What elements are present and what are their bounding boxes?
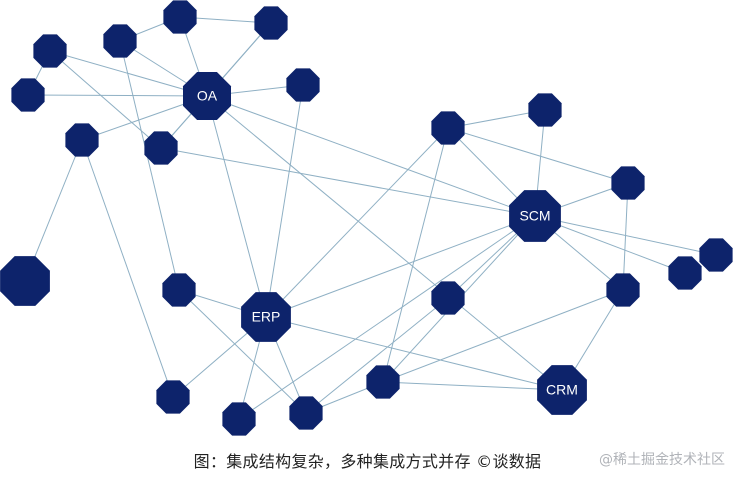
node-unlabeled (431, 111, 465, 145)
node-unlabeled (366, 365, 400, 399)
node-unlabeled (611, 166, 645, 200)
edge-n4-n8 (49, 50, 162, 149)
node-octagon (222, 402, 256, 436)
node-octagon (241, 292, 291, 342)
edge-n8-scm (160, 147, 536, 217)
watermark: @稀土掘金技术社区 (599, 452, 725, 468)
edge-erp-scm (265, 215, 536, 318)
node-crm: CRM (537, 365, 587, 415)
node-label-scm: SCM (519, 208, 550, 224)
node-unlabeled (606, 273, 640, 307)
node-octagon (162, 273, 196, 307)
node-unlabeled (0, 256, 50, 306)
node-unlabeled (11, 78, 45, 112)
node-octagon (606, 273, 640, 307)
node-unlabeled (33, 34, 67, 68)
node-octagon (431, 111, 465, 145)
edge-oa-crm (206, 95, 563, 391)
node-octagon (65, 123, 99, 157)
nodes: OA SCM ERP CRM (0, 0, 733, 436)
edge-scm-n20 (238, 215, 536, 420)
node-unlabeled (289, 396, 323, 430)
node-octagon (183, 72, 231, 120)
node-label-erp: ERP (252, 309, 281, 325)
node-octagon (431, 281, 465, 315)
node-octagon (11, 78, 45, 112)
node-octagon (537, 365, 587, 415)
edge-n7-n19 (81, 139, 174, 398)
edge-n14-n21 (305, 297, 449, 414)
edge-oa-scm (206, 95, 536, 217)
node-unlabeled (103, 24, 137, 58)
node-octagon (528, 93, 562, 127)
node-unlabeled (286, 68, 320, 102)
node-octagon (611, 166, 645, 200)
node-erp: ERP (241, 292, 291, 342)
integration-network-diagram: OA SCM ERP CRM (0, 0, 733, 436)
edge-n13-n21 (178, 289, 307, 414)
node-label-crm: CRM (546, 382, 578, 398)
edge-n6-erp (265, 84, 304, 318)
edge-erp-crm (265, 316, 563, 391)
node-unlabeled (528, 93, 562, 127)
figure-caption: 图：集成结构复杂，多种集成方式并存 ©谈数据 (193, 452, 542, 471)
edge-oa-erp (206, 95, 267, 318)
edge-n15-n18 (382, 289, 624, 383)
node-octagon (509, 190, 561, 242)
node-octagon (668, 256, 702, 290)
node-unlabeled (156, 380, 190, 414)
node-unlabeled (162, 273, 196, 307)
node-octagon (103, 24, 137, 58)
edge-n11-n15 (622, 182, 629, 291)
node-octagon (289, 396, 323, 430)
node-octagon (0, 256, 50, 306)
node-unlabeled (222, 402, 256, 436)
node-octagon (286, 68, 320, 102)
node-octagon (144, 131, 178, 165)
edge-n3-n13 (119, 40, 180, 291)
node-label-oa: OA (197, 88, 218, 104)
node-octagon (366, 365, 400, 399)
edge-n4-oa (49, 50, 208, 97)
node-unlabeled (65, 123, 99, 157)
edge-n9-n18 (382, 127, 449, 383)
node-unlabeled (431, 281, 465, 315)
edge-n18-crm (382, 381, 563, 391)
node-octagon (163, 0, 197, 34)
node-octagon (254, 6, 288, 40)
node-octagon (33, 34, 67, 68)
node-scm: SCM (509, 190, 561, 242)
edge-n5-oa (27, 94, 208, 97)
edge-erp-n9 (265, 127, 449, 318)
node-unlabeled (668, 256, 702, 290)
edge-n9-n11 (447, 127, 629, 184)
node-octagon (156, 380, 190, 414)
node-unlabeled (699, 238, 733, 272)
node-oa: OA (183, 72, 231, 120)
node-unlabeled (163, 0, 197, 34)
edges (24, 16, 717, 420)
node-unlabeled (144, 131, 178, 165)
node-unlabeled (254, 6, 288, 40)
node-octagon (699, 238, 733, 272)
